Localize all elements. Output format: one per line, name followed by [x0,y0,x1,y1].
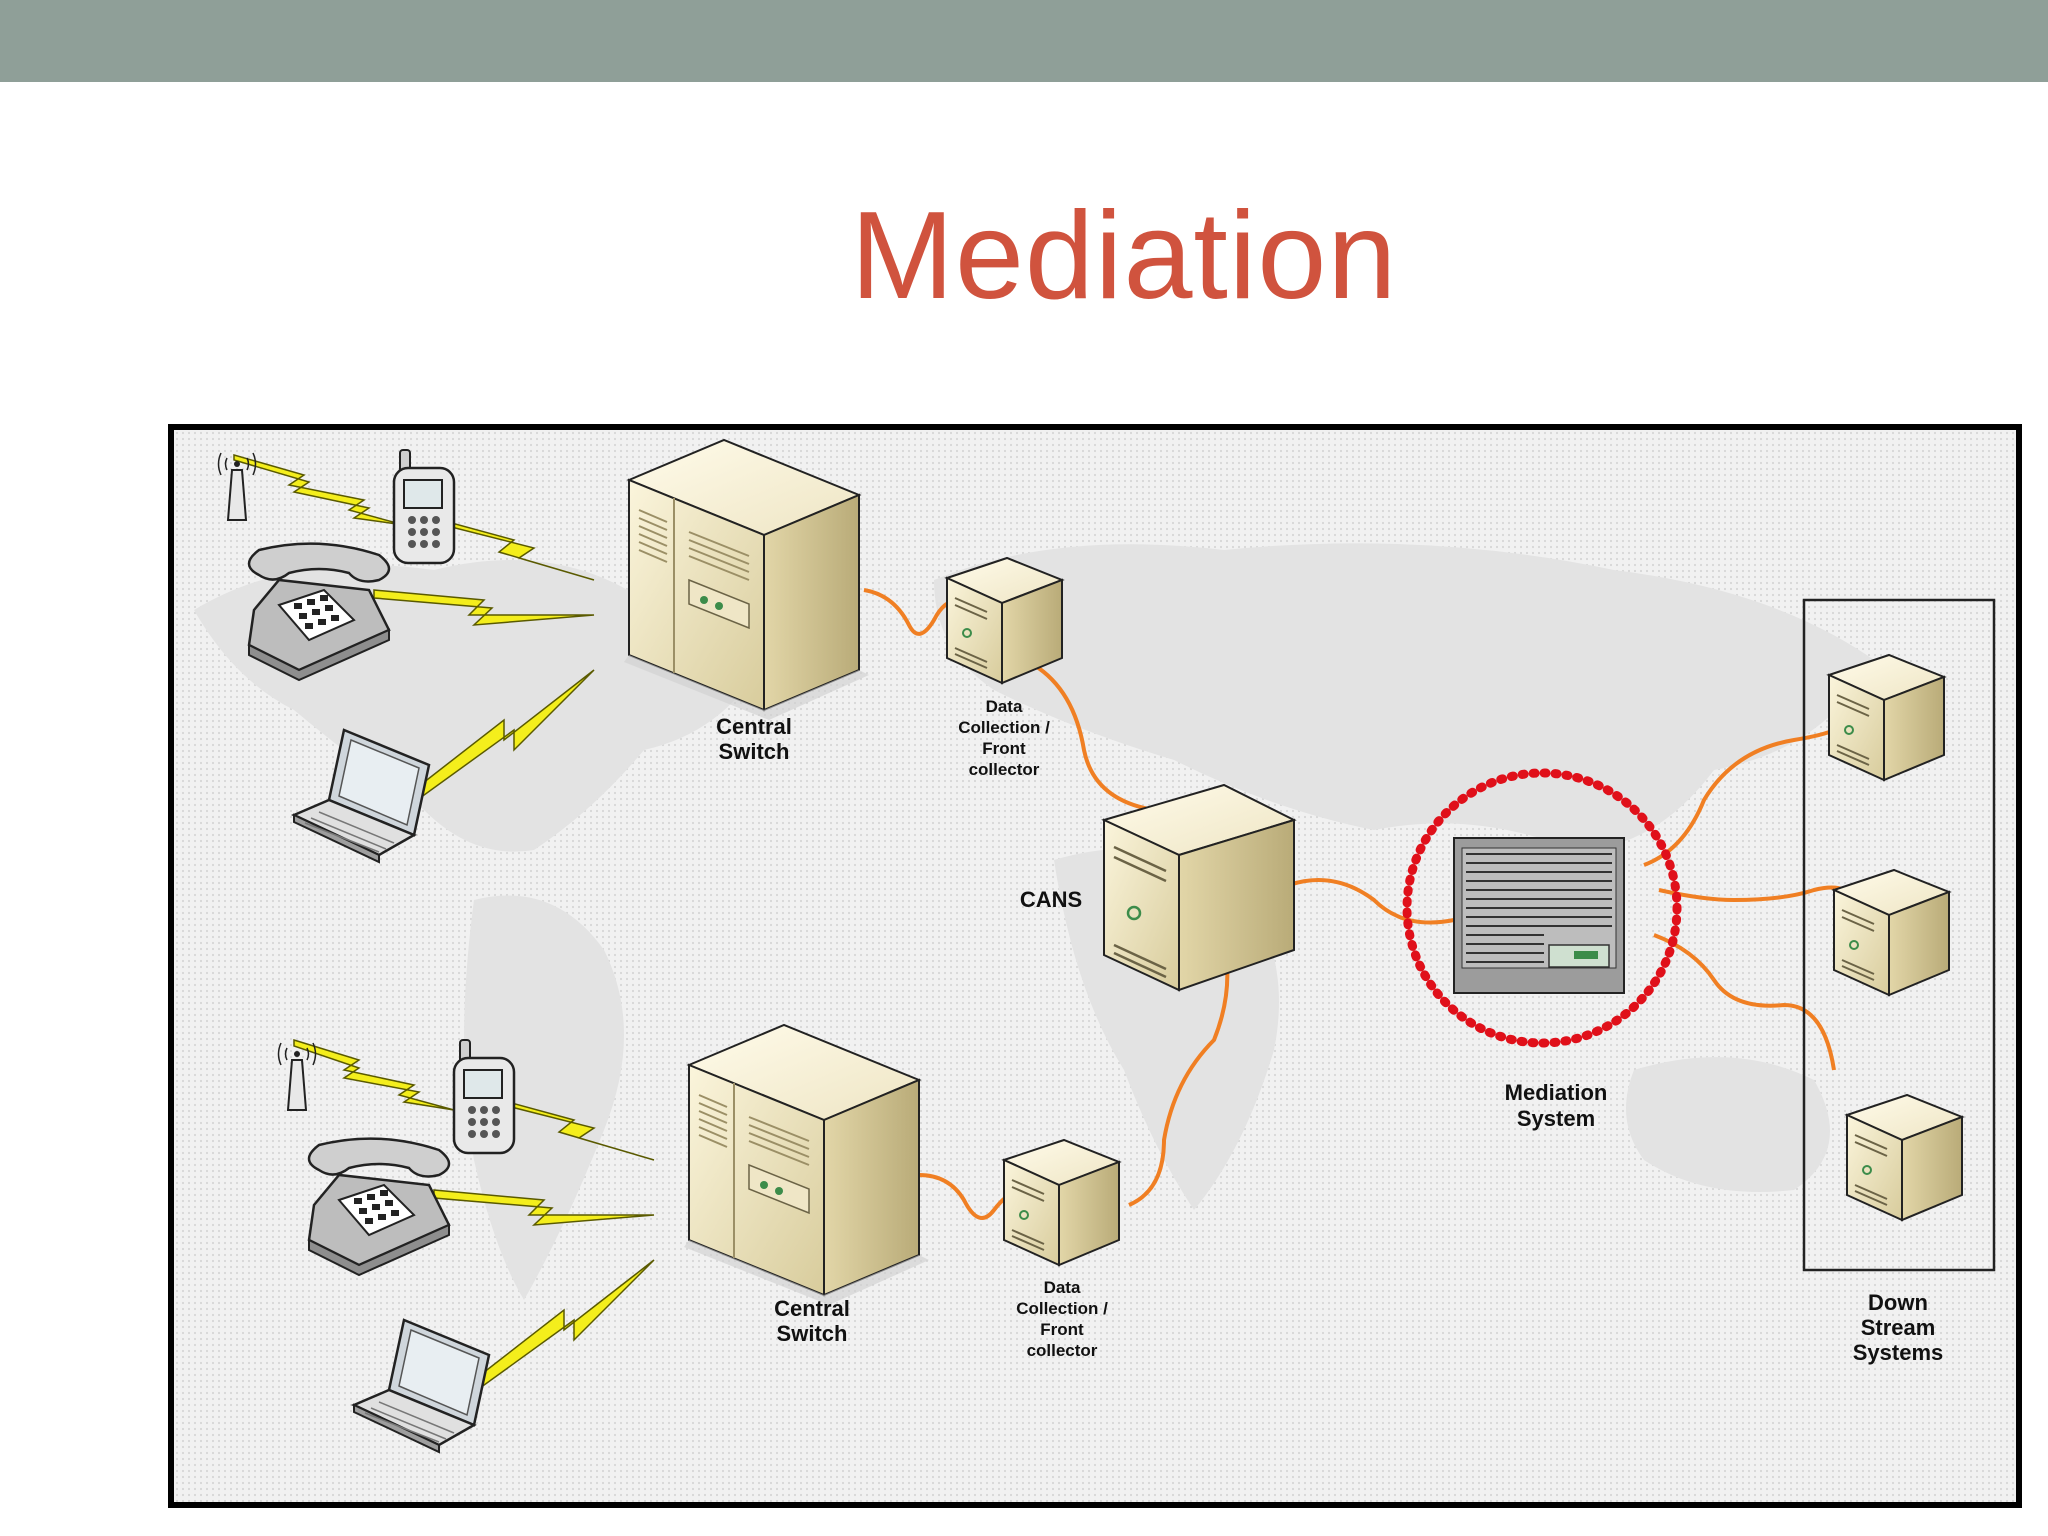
connector-cans-mediation [1288,878,1455,925]
label-line: Central [716,714,792,739]
connector-mediation-ds1 [1643,728,1835,867]
label-line: Central [774,1296,850,1321]
label-line: System [1517,1106,1595,1131]
label-line: Front [982,739,1026,758]
label-line: Collection / [1016,1299,1108,1318]
label-line: CANS [1020,887,1082,912]
connector-dc-cans-top [1032,663,1155,812]
bolt-laptop-top [412,669,595,800]
bolt-desk-bottom [433,1189,655,1226]
connector-switch-dc-top [863,588,960,636]
bolt-antenna-bottom [293,1038,455,1111]
label-line: Collection / [958,718,1050,737]
label-line: Switch [719,739,790,764]
label-line: Stream [1861,1315,1936,1340]
top-banner [0,0,2048,82]
highlight-ring [1402,768,1682,1048]
label-line: Switch [777,1321,848,1346]
downstream-box [1802,598,1996,1272]
label-line: Front [1040,1320,1084,1339]
bolt-desk-top [373,589,595,626]
label-line: Mediation [1505,1080,1608,1105]
connector-mediation-ds3 [1653,933,1836,1071]
label-line: collector [969,760,1040,779]
data-collection-server-top [946,557,1063,684]
label-line: Systems [1853,1340,1944,1365]
data-collection-server-bottom [1003,1139,1120,1266]
cans-server [1102,783,1296,992]
mediation-system-device [1453,837,1625,994]
bolt-laptop-bottom [472,1259,655,1390]
label-cans: CANS [1020,887,1082,912]
connector-mediation-ds2 [1658,885,1845,903]
label-line: Down [1868,1290,1928,1315]
label-line: Data [986,697,1023,716]
bolt-antenna-top [233,454,405,526]
downstream-server-3 [1846,1094,1963,1221]
slide-title: Mediation [850,187,1398,325]
downstream-server-1 [1828,654,1945,781]
label-line: collector [1027,1341,1098,1360]
label-line: Data [1044,1278,1081,1297]
downstream-server-2 [1833,869,1950,996]
connector-cans-dc-bottom [1128,944,1230,1207]
